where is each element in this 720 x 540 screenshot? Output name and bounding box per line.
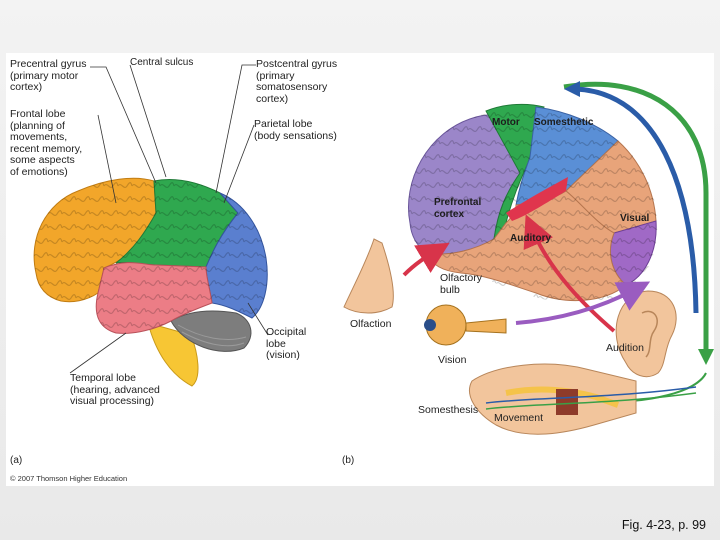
label-auditory: Auditory [510,233,552,244]
figure-caption: Fig. 4-23, p. 99 [621,518,706,532]
green-feedback-arrow [563,81,709,353]
label-vision: Vision [438,354,467,366]
nose-drawing [343,238,394,314]
panel-a-label: (a) [10,455,23,466]
label-movement: Movement [494,412,544,424]
label-central-sulcus: Central sulcus [130,57,194,68]
label-frontal-lobe: Frontal lobe (planning of movements, rec… [10,108,83,178]
label-visual: Visual [620,213,650,224]
label-parietal-lobe: Parietal lobe (body sensations) [254,118,337,142]
label-postcentral-gyrus: Postcentral gyrus (primary somatosensory… [256,58,338,105]
label-occipital-lobe: Occipital lobe (vision) [266,326,307,361]
label-somesthetic: Somesthetic [534,117,594,128]
panel-b-label: (b) [342,455,355,466]
olfaction-arrow [402,242,450,277]
label-precentral-gyrus: Precentral gyrus (primary motor cortex) [10,58,87,93]
figure-panel: Precentral gyrus (primary motor cortex) … [6,53,714,486]
blue-feedback-arrow [575,86,699,314]
hand-drawing [469,363,637,435]
brain-illustration [33,64,714,435]
label-motor: Motor [492,117,520,128]
label-olfactory-bulb: Olfactory bulb [440,272,483,296]
brain-functional [408,103,658,304]
label-audition: Audition [606,342,644,354]
label-olfaction: Olfaction [350,318,392,330]
copyright-credit: © 2007 Thomson Higher Education [10,474,128,483]
audition-arrow [523,214,616,333]
label-temporal-lobe: Temporal lobe (hearing, advanced visual … [70,372,160,407]
leader-lines-a [69,64,269,374]
ear-drawing [615,290,677,378]
brain-lateral [33,177,268,387]
cerebellum [170,310,252,352]
vision-arrow [515,281,651,325]
label-somesthesis: Somesthesis [418,404,479,416]
label-prefrontal-cortex: Prefrontal cortex [434,197,482,220]
brainstem [147,322,199,387]
